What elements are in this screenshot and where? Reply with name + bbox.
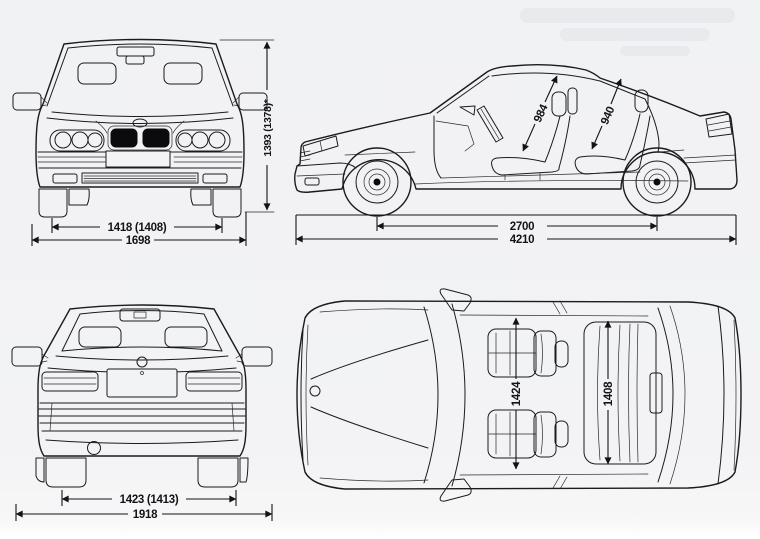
top-view-car	[296, 288, 742, 502]
rear-wheels	[35, 457, 249, 488]
wheelbase-label: 2700	[510, 221, 534, 233]
front-view-car	[12, 38, 268, 218]
taillight-left	[41, 371, 99, 392]
side-wheel-rear	[622, 147, 692, 217]
dim-cabin-width-rear: 1408	[603, 320, 615, 465]
front-headrest-right	[163, 62, 203, 85]
rear-headrest-left	[78, 326, 122, 348]
scan-artifacts	[520, 8, 735, 56]
cabin-width-front-label: 1424	[511, 381, 523, 406]
side-taillight	[705, 113, 733, 138]
bmw-roundel-front	[132, 118, 148, 128]
steering-wheel	[476, 105, 504, 143]
dim-wheelbase: 2700	[295, 214, 737, 245]
third-brake-light	[119, 308, 161, 322]
side-headlight	[302, 135, 339, 157]
front-track-label: 1418 (1408)	[108, 222, 167, 234]
side-view: 984 940 2700 4210	[294, 63, 738, 246]
front-headrest-left	[77, 62, 117, 85]
rear-width-label: 1918	[133, 509, 158, 521]
rear-license-plate	[106, 368, 178, 398]
front-mirror-left	[12, 92, 48, 111]
dim-front-overall-height: 1393 (1378)*	[219, 39, 275, 213]
front-height-label: 1393 (1378)*	[262, 98, 274, 156]
front-mirror-right	[232, 92, 268, 111]
top-mirror-left	[439, 288, 472, 312]
front-seat-side	[491, 87, 578, 181]
cabin-width-rear-label: 1408	[603, 381, 615, 406]
dim-headroom-rear: 940	[591, 78, 622, 150]
dim-cabin-width-front: 1424	[511, 317, 523, 470]
rear-headrest-right	[164, 326, 208, 348]
side-view-car	[294, 63, 738, 217]
dim-headroom-front: 984	[522, 75, 558, 152]
dim-front-track: 1418 (1408)	[51, 218, 223, 234]
headroom-front-label: 984	[532, 102, 551, 124]
front-width-label: 1698	[126, 235, 151, 247]
rear-mirror-right	[235, 346, 273, 367]
headlight-right	[175, 129, 231, 152]
front-license-plate	[105, 150, 171, 168]
top-front-seat-upper	[487, 328, 569, 378]
top-mirror-right	[439, 478, 472, 502]
bmw-roundel-hood	[309, 385, 321, 397]
side-wheel-front	[342, 147, 412, 217]
headlight-left	[49, 129, 105, 152]
tow-hook	[87, 441, 101, 455]
top-view: 1424 1408	[296, 288, 742, 502]
dim-overall-length: 4210	[295, 234, 737, 246]
taillight-right	[185, 371, 243, 392]
dim-rear-track: 1423 (1413)	[61, 490, 237, 506]
dim-rear-width: 1918	[15, 504, 273, 521]
front-wheels	[38, 188, 242, 218]
kidney-grille	[107, 125, 173, 151]
rear-view-car	[11, 304, 273, 488]
length-label: 4210	[510, 234, 534, 246]
rear-view: 1423 (1413) 1918	[11, 304, 273, 521]
dim-front-overall-width: 1698	[31, 212, 247, 247]
rear-track-label: 1423 (1413)	[120, 494, 179, 506]
bmw-roundel-rear	[136, 356, 148, 368]
rear-seat-side	[574, 89, 651, 175]
rear-mirror-left	[11, 346, 49, 367]
headroom-rear-label: 940	[599, 105, 617, 127]
top-front-seat-lower	[487, 409, 569, 459]
front-view: 1393 (1378)* 1418 (1408) 1698	[12, 38, 275, 247]
top-rear-bench	[583, 321, 663, 465]
side-mirror	[459, 105, 476, 116]
